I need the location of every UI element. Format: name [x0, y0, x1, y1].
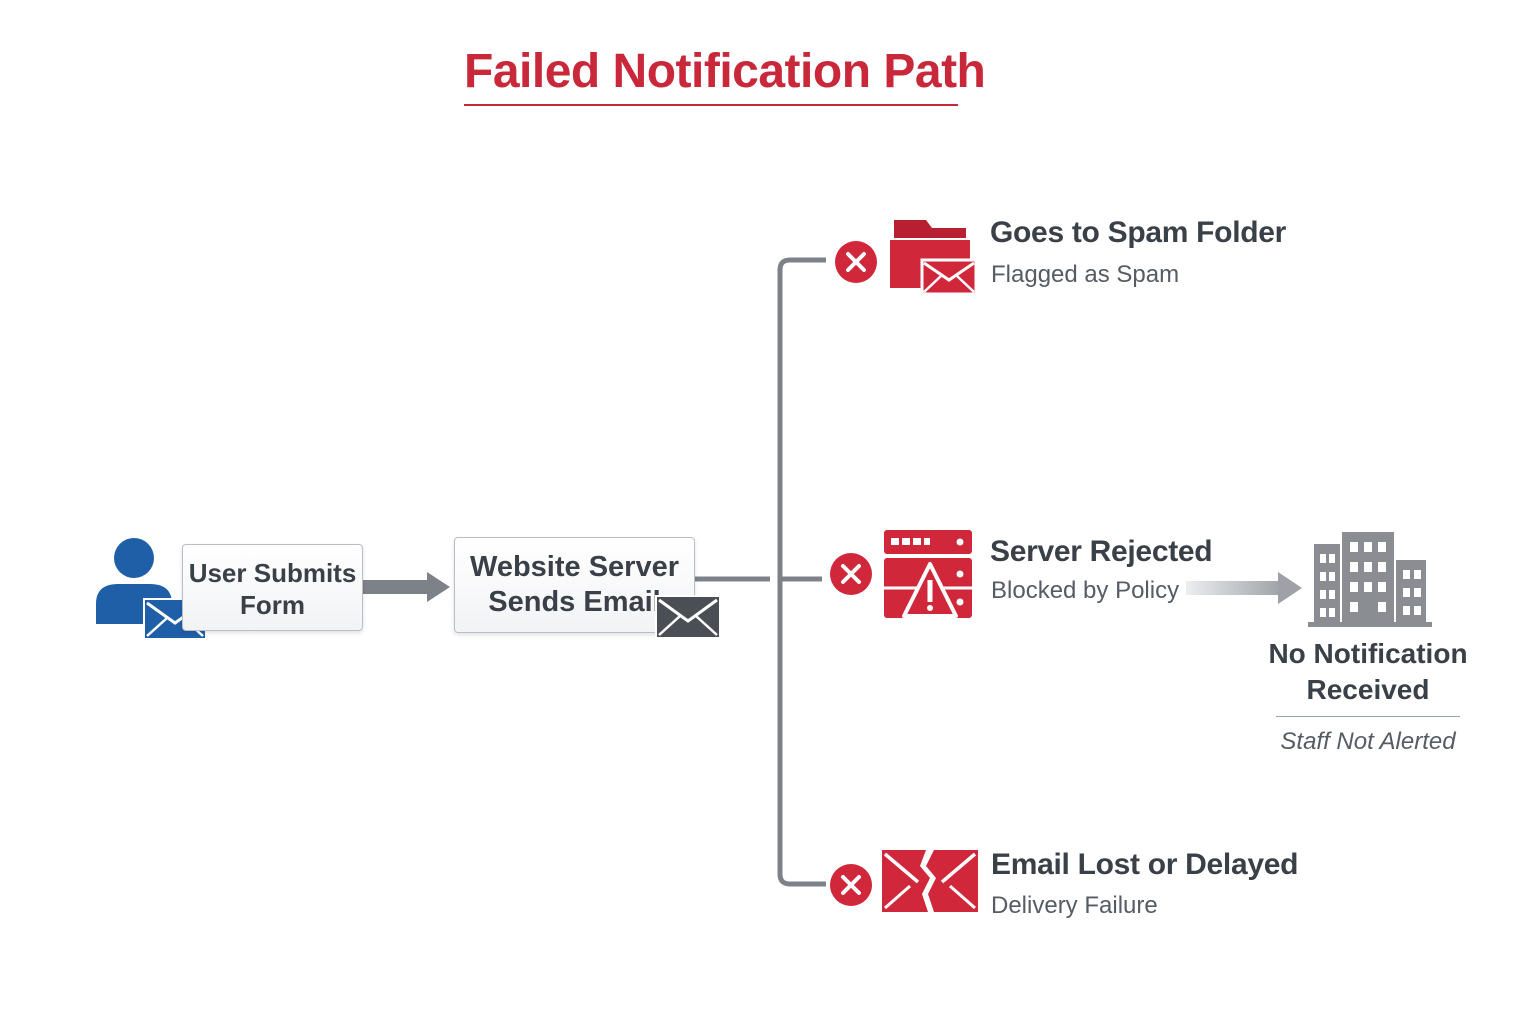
step1-line1: User Submits	[188, 558, 357, 588]
spam-folder-icon	[890, 220, 978, 296]
failure-subtitle-spam: Flagged as Spam	[991, 261, 1180, 288]
result-arrow	[1186, 572, 1302, 604]
result-line1: No Notification	[1268, 638, 1468, 669]
x-badge-icon	[830, 553, 872, 595]
result-divider	[1276, 716, 1460, 717]
server-warning-icon	[884, 530, 972, 618]
dark-envelope-icon	[655, 595, 721, 639]
failure-title-rejected: Server Rejected	[990, 535, 1213, 568]
x-badge-icon	[830, 864, 872, 906]
server-sends-email-box: Website Server Sends Email	[454, 537, 695, 633]
diagram-title: Failed Notification Path	[464, 40, 986, 106]
office-building-icon	[1308, 532, 1432, 627]
step1-line2: Form	[240, 590, 305, 620]
branch-connector	[695, 257, 826, 887]
failure-subtitle-rejected: Blocked by Policy	[991, 577, 1180, 604]
result-title: No Notification Received	[1258, 636, 1478, 708]
step2-line2: Sends Email	[488, 586, 661, 618]
broken-envelope-icon	[882, 850, 978, 912]
failure-subtitle-lost: Delivery Failure	[991, 892, 1158, 919]
result-line2: Received	[1306, 674, 1430, 705]
user-submits-form-box: User Submits Form	[182, 544, 363, 631]
result-subtitle: Staff Not Alerted	[1280, 728, 1456, 755]
x-badge-icon	[835, 241, 877, 283]
failure-title-lost: Email Lost or Delayed	[991, 848, 1299, 881]
flow-arrow-1	[363, 572, 450, 602]
step2-line1: Website Server	[469, 551, 680, 583]
failure-title-spam: Goes to Spam Folder	[990, 216, 1287, 249]
